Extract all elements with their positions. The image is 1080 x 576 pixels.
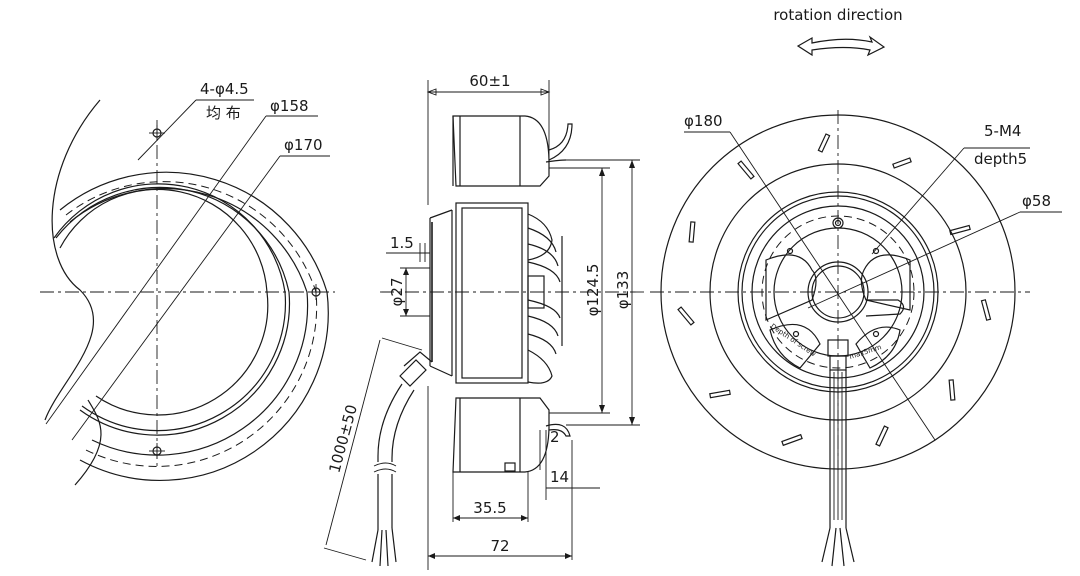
dim-72-label: 72 — [490, 537, 509, 555]
side-view: 60±1 — [323, 72, 645, 570]
impeller-blades — [677, 133, 992, 447]
width-60-label: 60±1 — [469, 72, 510, 90]
dia-180-label: φ180 — [684, 112, 723, 130]
hole-spec-sub-label: 均 布 — [206, 104, 241, 122]
stator-fins — [527, 213, 563, 384]
dim-1-5-label: 1.5 — [390, 234, 414, 252]
hole-spec-label: 4-φ4.5 — [200, 80, 249, 98]
dim-14-label: 14 — [550, 468, 569, 486]
left-view: 4-φ4.5 均 布 φ158 φ170 — [40, 80, 335, 486]
rotation-arrow-icon — [796, 35, 886, 57]
thread-spec-label: 5-M4 — [984, 122, 1021, 140]
dia-133-label: φ133 — [614, 271, 632, 310]
rotation-direction-label: rotation direction — [773, 6, 902, 24]
dia-170-label: φ170 — [284, 136, 323, 154]
dim-2-label: 2 — [550, 428, 560, 446]
cable — [371, 383, 415, 567]
dia-124-5-label: φ124.5 — [584, 264, 602, 317]
right-view: Depth of screw max5mm — [650, 110, 1062, 567]
mount-hole-right — [308, 284, 324, 300]
mount-hole-top — [149, 125, 165, 141]
dia-27-label: φ27 — [388, 278, 406, 307]
max5mm-label: max5mm — [848, 343, 882, 361]
cable-gland — [399, 351, 433, 387]
thread-depth-label: depth5 — [974, 150, 1027, 168]
mount-hole-bottom — [149, 443, 165, 459]
dia-58-label: φ58 — [1022, 192, 1051, 210]
cable-length-label: 1000±50 — [325, 403, 360, 475]
dia-158-label: φ158 — [270, 97, 309, 115]
dim-35-5-label: 35.5 — [473, 499, 506, 517]
depth-of-screw-label: Depth of screw — [769, 322, 817, 358]
